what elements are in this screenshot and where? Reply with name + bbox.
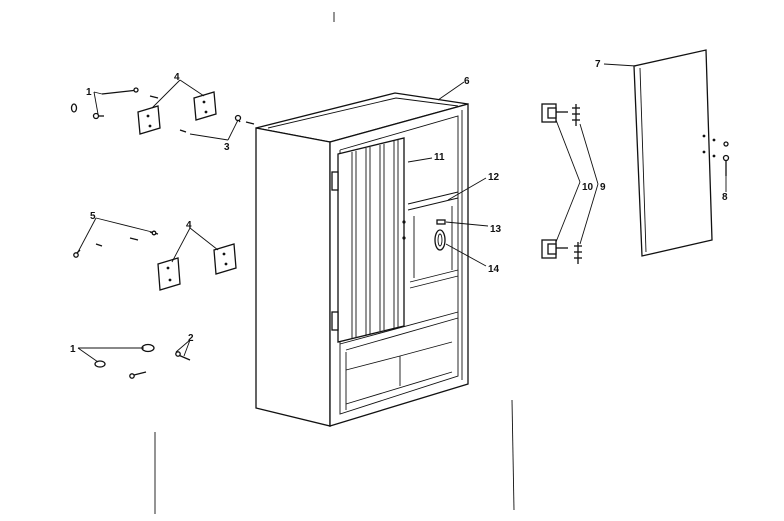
callout-6: 6 bbox=[464, 76, 470, 87]
lower-left-hardware bbox=[94, 343, 191, 379]
callout-5: 5 bbox=[90, 211, 96, 222]
callout-10: 10 bbox=[582, 182, 594, 193]
hinge-assemblies bbox=[541, 103, 582, 264]
upper-left-hardware bbox=[70, 87, 255, 135]
scan-marks bbox=[154, 12, 515, 514]
middle-left-hardware bbox=[73, 230, 237, 291]
door-catch bbox=[402, 219, 446, 251]
callout-13: 13 bbox=[490, 224, 502, 235]
callout-12: 12 bbox=[488, 172, 500, 183]
callout-14: 14 bbox=[488, 264, 500, 275]
callout-2: 2 bbox=[188, 333, 194, 344]
door-panel bbox=[331, 137, 405, 343]
callout-labels: 1 4 3 5 4 1 2 6 7 8 9 10 11 12 13 14 bbox=[70, 59, 728, 355]
callout-3: 3 bbox=[224, 142, 230, 153]
side-panel bbox=[633, 49, 716, 257]
callout-11: 11 bbox=[434, 152, 445, 163]
leader-lines bbox=[77, 63, 727, 363]
callout-4-middle: 4 bbox=[186, 220, 192, 231]
panel-screws bbox=[722, 141, 730, 176]
callout-8: 8 bbox=[722, 192, 728, 203]
callout-1-upper: 1 bbox=[86, 87, 92, 98]
callout-1-lower: 1 bbox=[70, 344, 76, 355]
callout-4-upper: 4 bbox=[174, 72, 180, 83]
callout-9: 9 bbox=[600, 182, 606, 193]
callout-7: 7 bbox=[595, 59, 601, 70]
